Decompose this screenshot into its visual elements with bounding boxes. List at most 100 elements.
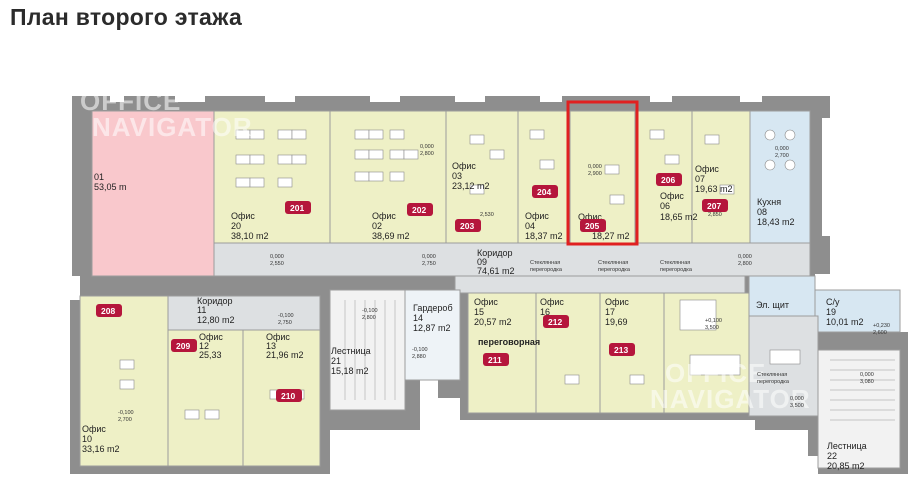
svg-text:Коридор: Коридор — [197, 296, 233, 306]
svg-text:2,600: 2,600 — [873, 330, 887, 336]
svg-text:17: 17 — [605, 307, 615, 317]
svg-text:0,000: 0,000 — [270, 254, 284, 260]
svg-text:3,080: 3,080 — [860, 379, 874, 385]
svg-text:перегородка: перегородка — [530, 267, 563, 273]
svg-text:Эл. щит: Эл. щит — [756, 300, 789, 310]
badge-207[interactable]: 207 — [702, 199, 728, 212]
svg-text:38,69 m2: 38,69 m2 — [372, 231, 410, 241]
svg-text:0,000: 0,000 — [790, 396, 804, 402]
svg-text:Лестница: Лестница — [331, 346, 371, 356]
svg-text:+0,230: +0,230 — [873, 323, 890, 329]
svg-text:перегородка: перегородка — [598, 267, 631, 273]
svg-text:19,63 m2: 19,63 m2 — [695, 184, 733, 194]
room-07 — [691, 110, 751, 244]
svg-text:12,80 m2: 12,80 m2 — [197, 315, 235, 325]
svg-text:2,700: 2,700 — [118, 417, 132, 423]
svg-text:206: 206 — [661, 175, 675, 185]
room-badges[interactable]: 201 202 203 204 205 206 207 208 209 210 … — [96, 173, 728, 402]
svg-text:33,16 m2: 33,16 m2 — [82, 444, 120, 454]
svg-text:+0,100: +0,100 — [705, 318, 722, 324]
svg-text:22: 22 — [827, 451, 837, 461]
svg-text:Офис: Офис — [372, 211, 396, 221]
furniture — [119, 129, 801, 420]
badge-202[interactable]: 202 — [407, 203, 433, 216]
watermark-2: NAVIGATOR — [92, 112, 253, 142]
svg-text:21: 21 — [331, 356, 341, 366]
svg-text:2,750: 2,750 — [278, 320, 292, 326]
badge-204[interactable]: 204 — [532, 185, 558, 198]
svg-text:74,61 m2: 74,61 m2 — [477, 266, 515, 276]
svg-text:Офис: Офис — [695, 164, 719, 174]
room-09 — [213, 242, 811, 277]
svg-text:13: 13 — [266, 341, 276, 351]
svg-text:Офис: Офис — [199, 332, 223, 342]
badge-203[interactable]: 203 — [455, 219, 481, 232]
svg-text:203: 203 — [460, 221, 474, 231]
svg-text:208: 208 — [101, 306, 115, 316]
svg-text:210: 210 — [281, 391, 295, 401]
svg-text:53,05 m: 53,05 m — [94, 182, 127, 192]
svg-text:15,18 m2: 15,18 m2 — [331, 366, 369, 376]
badge-206[interactable]: 206 — [656, 173, 682, 186]
svg-text:Стеклянная: Стеклянная — [757, 372, 787, 378]
svg-text:0,000: 0,000 — [422, 254, 436, 260]
svg-text:Кухня: Кухня — [757, 197, 781, 207]
svg-text:12,87 m2: 12,87 m2 — [413, 323, 451, 333]
badge-213[interactable]: 213 — [609, 343, 635, 356]
svg-text:20,85 m2: 20,85 m2 — [827, 461, 865, 471]
svg-text:12: 12 — [199, 341, 209, 351]
svg-text:С/у: С/у — [826, 297, 840, 307]
room-11 — [167, 295, 321, 331]
badge-201[interactable]: 201 — [285, 201, 311, 214]
svg-text:0,000: 0,000 — [588, 164, 602, 170]
svg-text:15: 15 — [474, 307, 484, 317]
room-14 — [404, 289, 461, 381]
svg-text:Офис: Офис — [82, 424, 106, 434]
page-title: План второго этажа — [10, 4, 243, 30]
badge-212[interactable]: 212 — [543, 315, 569, 328]
svg-text:204: 204 — [537, 187, 551, 197]
badge-209[interactable]: 209 — [171, 339, 197, 352]
corridor-right — [748, 315, 819, 417]
svg-text:-0,100: -0,100 — [362, 308, 378, 314]
svg-text:18,27 m2: 18,27 m2 — [592, 231, 630, 241]
badge-205[interactable]: 205 — [580, 219, 606, 232]
svg-text:14: 14 — [413, 313, 423, 323]
svg-text:Стеклянная: Стеклянная — [598, 260, 628, 266]
svg-text:-0,100: -0,100 — [118, 410, 134, 416]
svg-text:25,33: 25,33 — [199, 350, 222, 360]
svg-text:Офис: Офис — [452, 161, 476, 171]
svg-text:Офис: Офис — [578, 212, 602, 222]
room-20 — [213, 110, 331, 244]
svg-text:20,57 m2: 20,57 m2 — [474, 317, 512, 327]
svg-text:перегородка: перегородка — [757, 379, 790, 385]
svg-text:21,96 m2: 21,96 m2 — [266, 350, 304, 360]
svg-text:Офис: Офис — [231, 211, 255, 221]
svg-text:переговорная: переговорная — [478, 337, 540, 347]
watermark-3: OFFICE — [665, 358, 766, 388]
svg-text:Гардероб: Гардероб — [413, 303, 453, 313]
selected-room-highlight[interactable] — [566, 100, 639, 246]
svg-text:3,500: 3,500 — [705, 325, 719, 331]
svg-text:18,43 m2: 18,43 m2 — [757, 217, 795, 227]
watermark-4: NAVIGATOR — [650, 384, 811, 414]
labels: 01 53,05 m Офис 20 38,10 m2 Офис 02 38,6… — [82, 161, 867, 471]
svg-text:205: 205 — [585, 221, 599, 231]
badge-208[interactable]: 208 — [96, 304, 122, 317]
svg-text:08: 08 — [757, 207, 767, 217]
svg-text:0,000: 0,000 — [860, 372, 874, 378]
svg-text:2,880: 2,880 — [412, 354, 426, 360]
room-08 — [749, 110, 811, 244]
svg-text:07: 07 — [695, 174, 705, 184]
room-02 — [329, 110, 447, 244]
svg-text:Лестница: Лестница — [827, 441, 867, 451]
badge-211[interactable]: 211 — [483, 353, 509, 366]
badge-210[interactable]: 210 — [276, 389, 302, 402]
svg-text:Офис: Офис — [605, 297, 629, 307]
svg-text:23,12 m2: 23,12 m2 — [452, 181, 490, 191]
svg-text:2,850: 2,850 — [708, 212, 722, 218]
svg-text:10: 10 — [82, 434, 92, 444]
svg-text:38,10 m2: 38,10 m2 — [231, 231, 269, 241]
svg-text:04: 04 — [525, 221, 535, 231]
